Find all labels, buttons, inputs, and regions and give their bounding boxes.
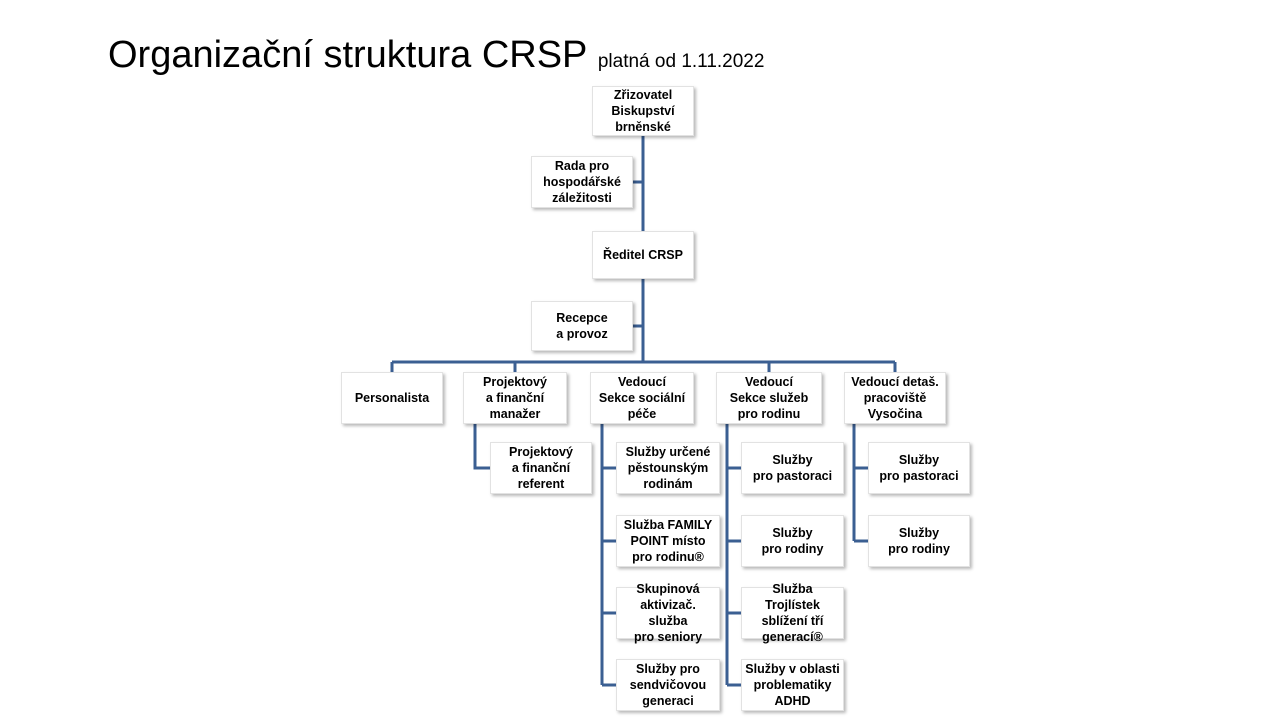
node-skupinova: Skupinová aktivizač. služba pro seniory xyxy=(616,582,720,644)
node-rodiny-1: Služby pro rodiny xyxy=(741,515,844,567)
node-vedouci-socialni: Vedoucí Sekce sociální péče xyxy=(590,372,694,424)
node-vedouci-vysocina: Vedoucí detaš. pracoviště Vysočina xyxy=(844,372,946,424)
node-sluzby-pestounske: Služby určené pěstounským rodinám xyxy=(616,442,720,494)
connector-referent-link xyxy=(473,424,490,470)
node-rodiny-2: Služby pro rodiny xyxy=(868,515,970,567)
node-vedouci-rodina: Vedoucí Sekce služeb pro rodinu xyxy=(716,372,822,424)
node-projektovy-referent: Projektový a finanční referent xyxy=(490,442,592,494)
page-title: Organizační struktura CRSP platná od 1.1… xyxy=(108,34,764,77)
node-personalista: Personalista xyxy=(341,372,443,424)
node-zrizovatel: Zřizovatel Biskupství brněnské xyxy=(592,86,694,136)
node-rada: Rada pro hospodářské záležitosti xyxy=(531,156,633,208)
node-pastorace-1: Služby pro pastoraci xyxy=(741,442,844,494)
title-main: Organizační struktura CRSP xyxy=(108,34,588,76)
node-adhd: Služby v oblasti problematiky ADHD xyxy=(741,659,844,711)
node-projektovy-manazer: Projektový a finanční manažer xyxy=(463,372,567,424)
node-trojlistek: Služba Trojlístek sblížení tří generací® xyxy=(741,582,844,644)
node-family-point: Služba FAMILY POINT místo pro rodinu® xyxy=(616,515,720,567)
node-sendvicova: Služby pro sendvičovou generaci xyxy=(616,659,720,711)
node-reditel: Ředitel CRSP xyxy=(592,231,694,279)
title-subtitle: platná od 1.11.2022 xyxy=(597,51,765,72)
node-pastorace-2: Služby pro pastoraci xyxy=(868,442,970,494)
node-recepce: Recepce a provoz xyxy=(531,301,633,351)
